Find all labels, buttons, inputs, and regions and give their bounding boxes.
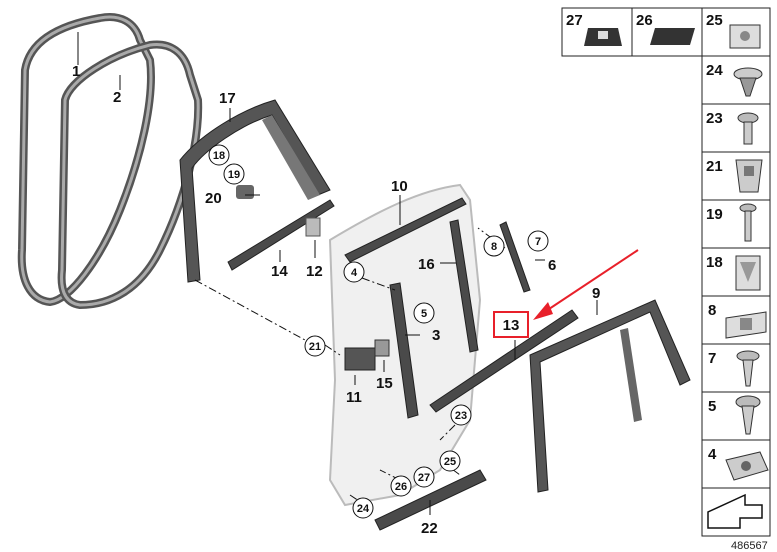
door-handle-bracket[interactable]	[344, 347, 376, 371]
callout-27: 27	[413, 466, 435, 488]
callout-22: 22	[421, 520, 438, 537]
outer-window-frame[interactable]	[529, 299, 691, 493]
pad-icon	[650, 28, 695, 45]
svg-text:26: 26	[636, 12, 653, 29]
callout-19: 19	[223, 163, 245, 185]
svg-text:25: 25	[444, 456, 456, 468]
b-pillar-trim[interactable]	[389, 282, 419, 419]
callout-17: 17	[219, 90, 236, 107]
svg-text:4: 4	[351, 267, 358, 279]
callout-4: 4	[343, 261, 365, 283]
svg-text:23: 23	[455, 410, 467, 422]
cap-20[interactable]	[236, 185, 254, 199]
callout-25: 25	[439, 450, 461, 472]
corner-strip-6[interactable]	[499, 221, 531, 293]
callout-3: 3	[432, 327, 440, 344]
callout-23: 23	[450, 404, 472, 426]
svg-text:5: 5	[421, 308, 427, 320]
part-7-cell[interactable]: 7	[701, 343, 771, 393]
callout-18: 18	[208, 144, 230, 166]
handle-insert[interactable]	[374, 339, 390, 357]
callout-20: 20	[205, 190, 222, 207]
svg-text:26: 26	[395, 481, 407, 493]
callout-26: 26	[390, 475, 412, 497]
callout-11: 11	[346, 389, 362, 406]
callout-10: 10	[391, 178, 408, 195]
part-23-cell[interactable]: 23	[701, 103, 771, 153]
svg-text:7: 7	[535, 236, 541, 248]
callout-12: 12	[306, 263, 323, 280]
svg-text:21: 21	[309, 341, 321, 353]
callout-9: 9	[592, 285, 600, 302]
callout-5: 5	[413, 302, 435, 324]
window-channel-strip[interactable]	[344, 197, 467, 263]
window-guide-strip[interactable]	[449, 219, 479, 353]
svg-text:19: 19	[706, 206, 723, 223]
direction-arrow-icon	[707, 493, 763, 529]
part-27-cell[interactable]: 27	[566, 12, 622, 46]
svg-text:24: 24	[706, 62, 723, 79]
reference-number: 486567	[731, 540, 768, 552]
direction-arrow-cell	[701, 487, 771, 537]
callout-13-highlight[interactable]: 13	[493, 311, 529, 338]
callout-21: 21	[304, 335, 326, 357]
callout-6: 6	[548, 257, 556, 274]
svg-text:24: 24	[357, 503, 370, 515]
window-frame-trim[interactable]	[179, 99, 331, 283]
clip-12[interactable]	[305, 217, 321, 237]
parts-panel: 27 26 25 24 23 21	[561, 7, 771, 537]
callout-15: 15	[376, 375, 393, 392]
svg-text:4: 4	[708, 446, 717, 463]
callout-16: 16	[418, 256, 435, 273]
part-4-cell[interactable]: 4	[701, 439, 771, 489]
svg-text:8: 8	[708, 302, 716, 319]
part-8-cell[interactable]: 8	[701, 295, 771, 345]
svg-text:27: 27	[418, 472, 430, 484]
callout-2: 2	[113, 89, 121, 106]
part-25-cell[interactable]: 25	[706, 12, 761, 49]
window-sill-trim[interactable]	[429, 309, 579, 413]
svg-text:21: 21	[706, 158, 723, 175]
part-18-cell[interactable]: 18	[701, 247, 771, 297]
highlight-arrow	[533, 249, 639, 320]
svg-text:18: 18	[706, 254, 723, 271]
part-19-cell[interactable]: 19	[701, 199, 771, 249]
callout-8: 8	[483, 235, 505, 257]
part-24-cell[interactable]: 24	[701, 55, 771, 105]
svg-text:18: 18	[213, 150, 225, 162]
leader-lines	[77, 32, 598, 515]
part-5-cell[interactable]: 5	[701, 391, 771, 441]
svg-text:7: 7	[708, 350, 716, 367]
svg-text:25: 25	[706, 12, 723, 29]
svg-text:8: 8	[491, 241, 497, 253]
callout-1: 1	[72, 63, 80, 80]
callout-7: 7	[527, 230, 549, 252]
svg-text:27: 27	[566, 12, 583, 29]
part-26-cell[interactable]: 26	[636, 12, 695, 45]
svg-text:23: 23	[706, 110, 723, 127]
door-seal-outer[interactable]	[17, 13, 155, 306]
callout-24: 24	[352, 497, 374, 519]
svg-text:13: 13	[503, 317, 520, 334]
svg-text:5: 5	[708, 398, 716, 415]
callout-14: 14	[271, 263, 288, 280]
part-21-cell[interactable]: 21	[701, 151, 771, 201]
svg-text:19: 19	[228, 169, 240, 181]
